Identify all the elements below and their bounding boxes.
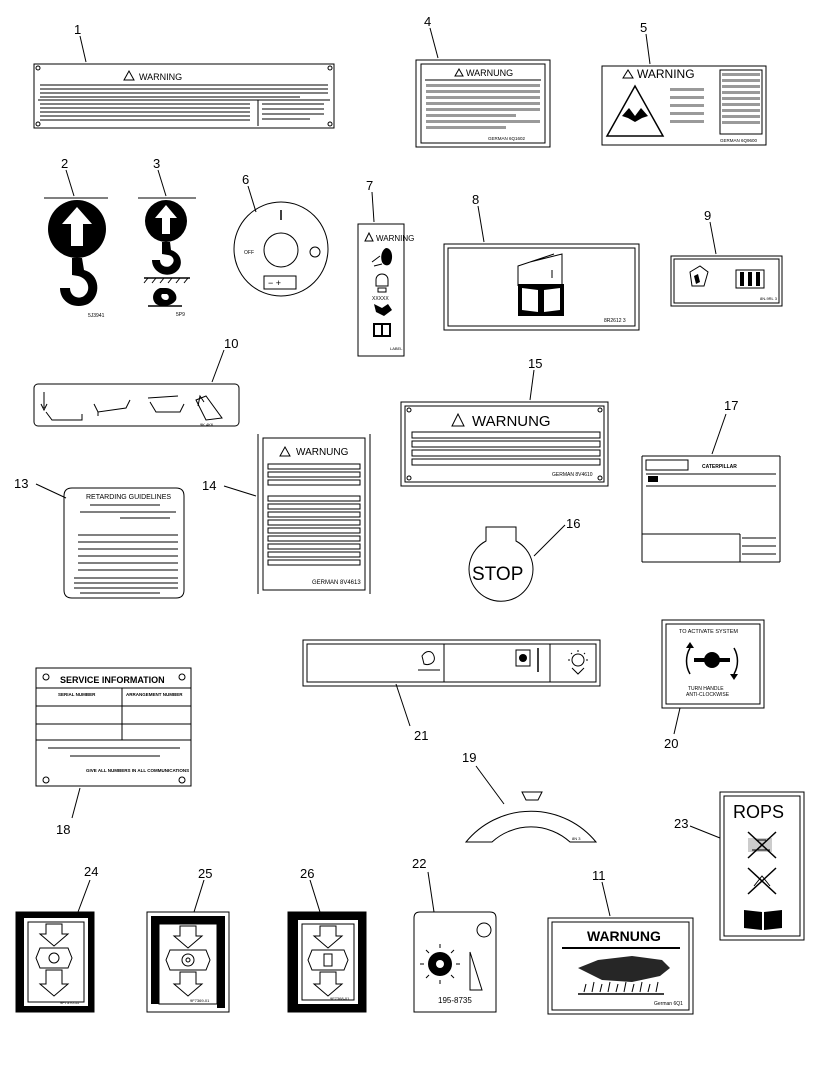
label-18-col2: ARRANGEMENT NUMBER (126, 692, 183, 697)
callout-19: 19 (462, 750, 476, 765)
label-18-service-information-plate: SERVICE INFORMATION SERIAL NUMBER ARRANG… (35, 667, 192, 787)
label-1-warning-plate: WARNING (33, 63, 335, 129)
callout-10: 10 (224, 336, 238, 351)
callout-13: 13 (14, 476, 28, 491)
label-22-dial-decal: 195-8735 (413, 911, 497, 1013)
label-2-lift-point-decal: 5J3941 (44, 197, 108, 319)
label-13-table-lines (74, 504, 178, 594)
label-4-text-bars (426, 84, 540, 129)
leader-lines (35, 27, 727, 917)
label-16-stop-decal: STOP (468, 526, 534, 602)
label-20-activate-system-plate: TO ACTIVATE SYSTEM TURN HANDLE ANTI-CLOC… (661, 619, 765, 709)
label-23-heading: ROPS (733, 802, 784, 822)
label-25-fill-decal: 9F7369-01 (146, 911, 230, 1013)
callout-18: 18 (56, 822, 70, 837)
label-3-code: 5P9 (176, 312, 185, 318)
label-7-warning-strip: WARNING XXXXX LABEL (357, 223, 414, 357)
label-25-code: 9F7369-01 (190, 998, 210, 1003)
label-8-manual-decal: 8R2612 3 (443, 243, 640, 331)
label-13-heading: RETARDING GUIDELINES (86, 494, 171, 501)
callout-17: 17 (724, 398, 738, 413)
label-18-heading: SERVICE INFORMATION (60, 675, 165, 685)
callout-4: 4 (424, 14, 431, 29)
label-22-code: 195-8735 (438, 996, 472, 1005)
label-15-heading: WARNUNG (472, 413, 551, 430)
label-2-code: 5J3941 (88, 313, 105, 319)
label-5-warning-plate: WARNING GERMAN 6Q9600 (601, 65, 767, 146)
callout-9: 9 (704, 208, 711, 223)
label-15-warnung-plate: WARNUNG GERMAN 8V4610 (400, 401, 609, 487)
label-17-title: CATERPILLAR (702, 464, 737, 470)
label-19-arc-decal: 8N 3 (464, 791, 598, 843)
label-15-code: GERMAN 8V4610 (552, 472, 593, 478)
label-7-heading: WARNING (376, 234, 414, 243)
callout-8: 8 (472, 192, 479, 207)
callout-26: 26 (300, 866, 314, 881)
label-3-tie-down-decal: 5P9 (138, 197, 196, 318)
label-14-warnung-strip: WARNUNG GERMAN 8V4613 (257, 434, 371, 594)
label-20-bottom-text-2: ANTI-CLOCKWISE (686, 692, 730, 698)
label-5-code: GERMAN 6Q9600 (720, 138, 758, 143)
label-21-control-strip (302, 639, 601, 687)
label-16-text: STOP (472, 564, 523, 585)
label-4-heading: WARNUNG (466, 68, 513, 78)
label-10-code: 9K 4K6 (200, 422, 214, 427)
label-1-text-lines (38, 84, 330, 126)
callout-14: 14 (202, 478, 216, 493)
svg-text:LABEL: LABEL (390, 346, 403, 351)
callout-25: 25 (198, 866, 212, 881)
label-10-dump-body-decal: 9K 4K6 (33, 383, 240, 427)
callout-16: 16 (566, 516, 580, 531)
label-26-code: 9F7368-01 (330, 996, 350, 1001)
label-20-bottom-text-1: TURN HANDLE (688, 686, 724, 692)
svg-text:XXXXX: XXXXX (372, 296, 389, 302)
label-5-text-bars (670, 69, 763, 135)
label-11-code: German 6Q1 (654, 1001, 683, 1007)
callout-15: 15 (528, 356, 542, 371)
label-23-rops-decal: ROPS (719, 791, 805, 941)
callout-23: 23 (674, 816, 688, 831)
callout-numbers: 1 2 3 4 5 6 7 8 9 10 11 13 14 15 16 17 1… (14, 14, 738, 883)
callout-7: 7 (366, 178, 373, 193)
label-15-text-bars (411, 431, 601, 466)
label-14-code: GERMAN 8V4613 (312, 580, 361, 586)
callout-20: 20 (664, 736, 678, 751)
label-9-decal: 8N-9RL 3 (670, 255, 783, 307)
callout-22: 22 (412, 856, 426, 871)
callout-2: 2 (61, 156, 68, 171)
callout-3: 3 (153, 156, 160, 171)
svg-text:− +: − + (268, 278, 281, 288)
label-20-top-text: TO ACTIVATE SYSTEM (679, 629, 738, 635)
callout-6: 6 (242, 172, 249, 187)
label-24-code: 9F7370-11 (60, 1000, 80, 1005)
svg-text:OFF: OFF (244, 250, 254, 256)
callout-21: 21 (414, 728, 428, 743)
label-19-code: 8N 3 (572, 836, 581, 841)
label-4-warnung-plate: WARNUNG GERMAN 6Q1602 (415, 59, 551, 148)
label-26-fill-decal: 9F7368-01 (287, 911, 367, 1013)
label-9-code: 8N-9RL 3 (760, 296, 778, 301)
label-18-col1: SERIAL NUMBER (58, 692, 96, 697)
label-6-disconnect-switch-decal: OFF − + (233, 201, 329, 297)
label-14-text-bars (267, 463, 361, 566)
label-4-code: GERMAN 6Q1602 (488, 136, 526, 141)
callout-24: 24 (84, 864, 98, 879)
label-11-heading: WARNUNG (587, 928, 661, 944)
callout-11: 11 (592, 868, 606, 883)
label-1-heading: WARNING (139, 72, 182, 82)
callout-5: 5 (640, 20, 647, 35)
label-24-fill-decal: 9F7370-11 (15, 911, 95, 1013)
label-18-footer: GIVE ALL NUMBERS IN ALL COMMUNICATIONS (86, 768, 189, 773)
label-8-code: 8R2612 3 (604, 318, 626, 324)
callout-1: 1 (74, 22, 81, 37)
label-5-heading: WARNING (637, 67, 695, 81)
label-17-product-plate: CATERPILLAR (641, 455, 781, 563)
label-11-warnung-plate: WARNUNG German 6Q1 (547, 917, 694, 1015)
label-13-retarding-guidelines: RETARDING GUIDELINES (63, 487, 185, 599)
label-14-heading: WARNUNG (296, 447, 349, 458)
